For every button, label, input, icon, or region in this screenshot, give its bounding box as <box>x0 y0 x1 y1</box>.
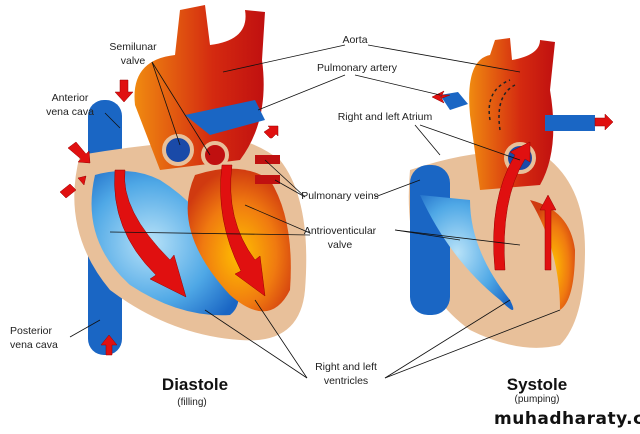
aorta <box>134 5 265 170</box>
label-line: ventricles <box>323 375 369 387</box>
pulmonary-vein <box>255 175 280 184</box>
pulmonary-artery-branch <box>545 115 595 131</box>
pulmonary-artery <box>185 100 265 135</box>
systole-subtitle: (pumping) <box>514 394 560 405</box>
posterior-vena-cava-label: Posterior vena cava <box>10 324 58 352</box>
systole-title: Systole <box>506 375 568 394</box>
label-line: valve <box>327 239 353 251</box>
semilunar-valve-label: Semilunar valve <box>109 40 156 68</box>
label-line: Antrioventicular <box>303 225 377 237</box>
diastole-heart <box>59 5 307 356</box>
semilunar-valve-left <box>201 141 229 169</box>
label-line: vena cava <box>10 339 58 351</box>
vena-cava <box>410 165 450 315</box>
leader-lines <box>69 44 561 379</box>
label-line: Semilunar <box>109 41 157 53</box>
flow-arrows <box>59 79 279 356</box>
ventricles-label: Right and left ventricles <box>315 360 377 388</box>
label-line: Posterior <box>10 325 53 337</box>
atrium-label: Right and left Atrium <box>337 111 433 123</box>
pulmonary-veins-label: Pulmonary veins <box>301 190 379 202</box>
diastole-title: Diastole <box>161 375 229 394</box>
pulmonary-artery-label: Pulmonary artery <box>317 62 397 74</box>
pulmonary-vein <box>255 155 280 164</box>
anterior-vena-cava-label: Anterior vena cava <box>46 91 94 119</box>
label-line: Anterior <box>51 92 89 104</box>
semilunar-valve-right <box>162 134 194 166</box>
aorta-label: Aorta <box>342 34 368 46</box>
diastole-subtitle: (filling) <box>177 397 207 408</box>
pulmonary-artery <box>440 92 468 110</box>
right-ventricle <box>420 195 514 310</box>
av-valve-label: Antrioventicular valve <box>304 224 376 252</box>
label-line: vena cava <box>46 106 94 118</box>
flow-arrows <box>431 90 614 271</box>
label-line: Right and left <box>315 361 377 373</box>
dotted-outline <box>488 79 516 131</box>
watermark: muhadharaty.com <box>494 409 640 429</box>
label-line: valve <box>120 55 146 67</box>
systole-heart <box>408 38 614 348</box>
left-ventricle <box>530 200 575 310</box>
